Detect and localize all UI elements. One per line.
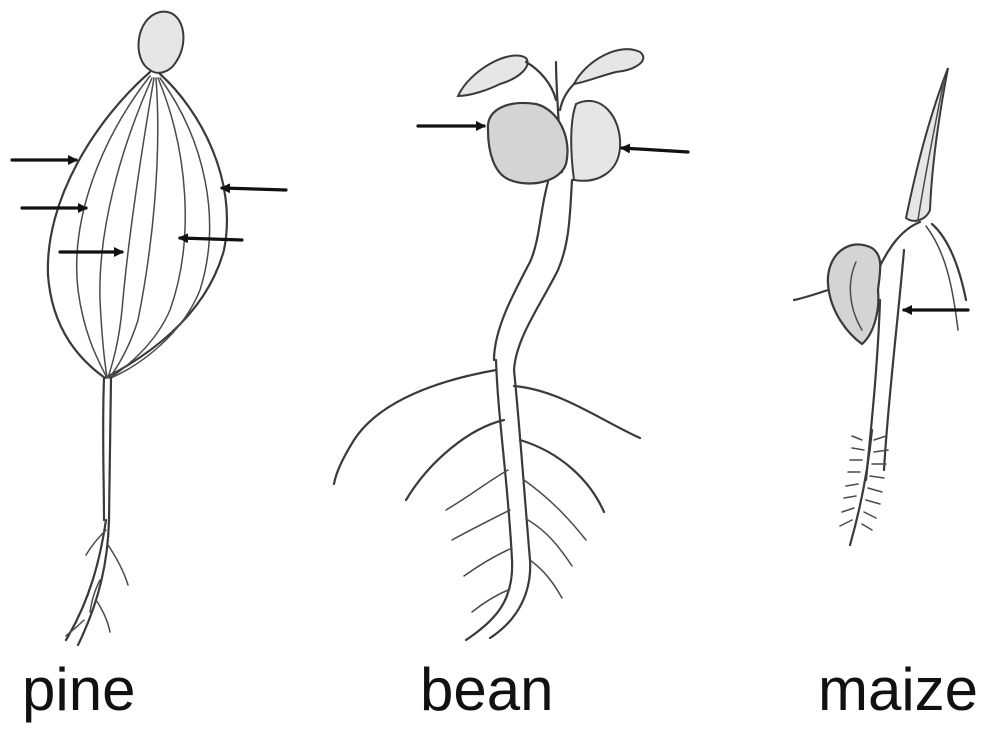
bean-root-lateral-10 — [530, 560, 562, 598]
bean-arrow-right — [622, 148, 688, 152]
pine-root-branch-4 — [96, 600, 110, 632]
pine-root-branch-2 — [108, 545, 128, 585]
bean-cotyledon-right — [571, 101, 620, 181]
pine-cotyledon-1 — [77, 76, 150, 376]
maize-sheath-right — [932, 224, 966, 300]
bean-root-lateral-7 — [452, 510, 510, 540]
pine-root-main-2 — [78, 520, 109, 645]
maize-stem-right — [884, 250, 904, 470]
bean-taproot-right — [490, 370, 530, 638]
bean-leaf-left — [458, 56, 528, 96]
label-bean: bean — [420, 660, 553, 720]
pine-stem-edge — [109, 378, 111, 520]
pine-stem — [103, 378, 104, 520]
bean-leaf-right — [574, 49, 643, 84]
bean-seedling — [334, 49, 688, 640]
maize-seedling — [794, 68, 968, 545]
maize-lateral-shoot — [794, 290, 828, 300]
label-maize: maize — [818, 660, 978, 720]
maize-sheath-left — [880, 222, 920, 266]
bean-root-lateral-4 — [520, 440, 604, 512]
pine-cotyledons-outline — [48, 72, 227, 378]
pine-cotyledon-5 — [110, 78, 185, 378]
bean-cotyledon-left — [488, 103, 568, 183]
bean-leaf-stalk-right — [560, 84, 574, 110]
maize-sheath-inner — [926, 226, 958, 330]
maize-grain — [828, 244, 880, 344]
pine-cotyledon-6 — [111, 78, 210, 378]
bean-root-lateral-9 — [464, 548, 512, 576]
bean-hypocotyl-left — [494, 182, 548, 360]
bean-root-lateral-5 — [446, 470, 508, 510]
bean-root-lateral-11 — [472, 590, 508, 612]
bean-root-lateral-6 — [524, 480, 586, 540]
pine-seed-coat — [139, 12, 184, 73]
pine-cotyledon-3 — [108, 78, 154, 378]
pine-arrow-5 — [180, 238, 242, 240]
pine-arrow-4 — [222, 188, 286, 190]
bean-root-lateral-1 — [334, 370, 496, 484]
pine-cotyledon-2 — [100, 78, 152, 377]
bean-root-lateral-2 — [514, 386, 640, 438]
label-pine: pine — [22, 660, 135, 720]
bean-root-lateral-8 — [528, 520, 572, 566]
bean-taproot-left — [466, 360, 512, 640]
pine-seedling — [12, 12, 286, 645]
bean-root-lateral-3 — [406, 420, 504, 500]
bean-leaf-stalk-left — [526, 62, 556, 100]
